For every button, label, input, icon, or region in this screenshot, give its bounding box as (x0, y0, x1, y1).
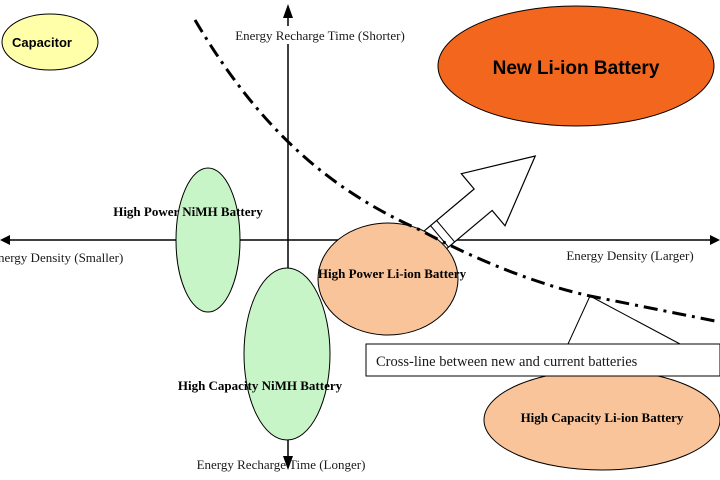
high-capacity-nimh-label: High Capacity NiMH Battery (178, 378, 343, 393)
callout-leader-right (589, 295, 681, 345)
cross-line-callout-box (365, 343, 720, 377)
new-li-ion-region (437, 5, 715, 127)
capacitor-region (1, 13, 99, 71)
y-top-label-bg (214, 26, 426, 44)
y-axis-top-label: Energy Recharge Time (Shorter) (235, 28, 405, 43)
capacitor-label: Capacitor (12, 35, 72, 50)
callout-leader-left (567, 295, 591, 345)
x-axis-left-arrow (0, 235, 10, 245)
x-axis-left-label: Energy Density (Smaller) (0, 250, 123, 265)
y-axis-bottom-label: Energy Recharge Time (Longer) (197, 457, 366, 472)
high-power-nimh-label: High Power NiMH Battery (113, 204, 263, 219)
new-li-ion-label: New Li-ion Battery (493, 58, 660, 79)
high-capacity-li-ion-label: High Capacity Li-ion Battery (521, 410, 684, 425)
x-right-label-bg (548, 246, 714, 263)
x-axis-right-label: Energy Density (Larger) (566, 248, 693, 263)
high-power-li-ion-region (317, 222, 459, 336)
y-axis-bottom-arrow (283, 456, 293, 470)
cross-line-callout-text: Cross-line between new and current batte… (376, 354, 638, 370)
high-power-nimh-region (175, 167, 241, 313)
cross-line (193, 19, 720, 324)
high-capacity-nimh-region (243, 267, 331, 441)
high-power-li-ion-label: High Power Li-ion Battery (318, 266, 467, 281)
x-axis-right-arrow (710, 235, 720, 245)
y-axis-top-arrow (283, 4, 293, 18)
x-left-label-bg (0, 249, 148, 266)
